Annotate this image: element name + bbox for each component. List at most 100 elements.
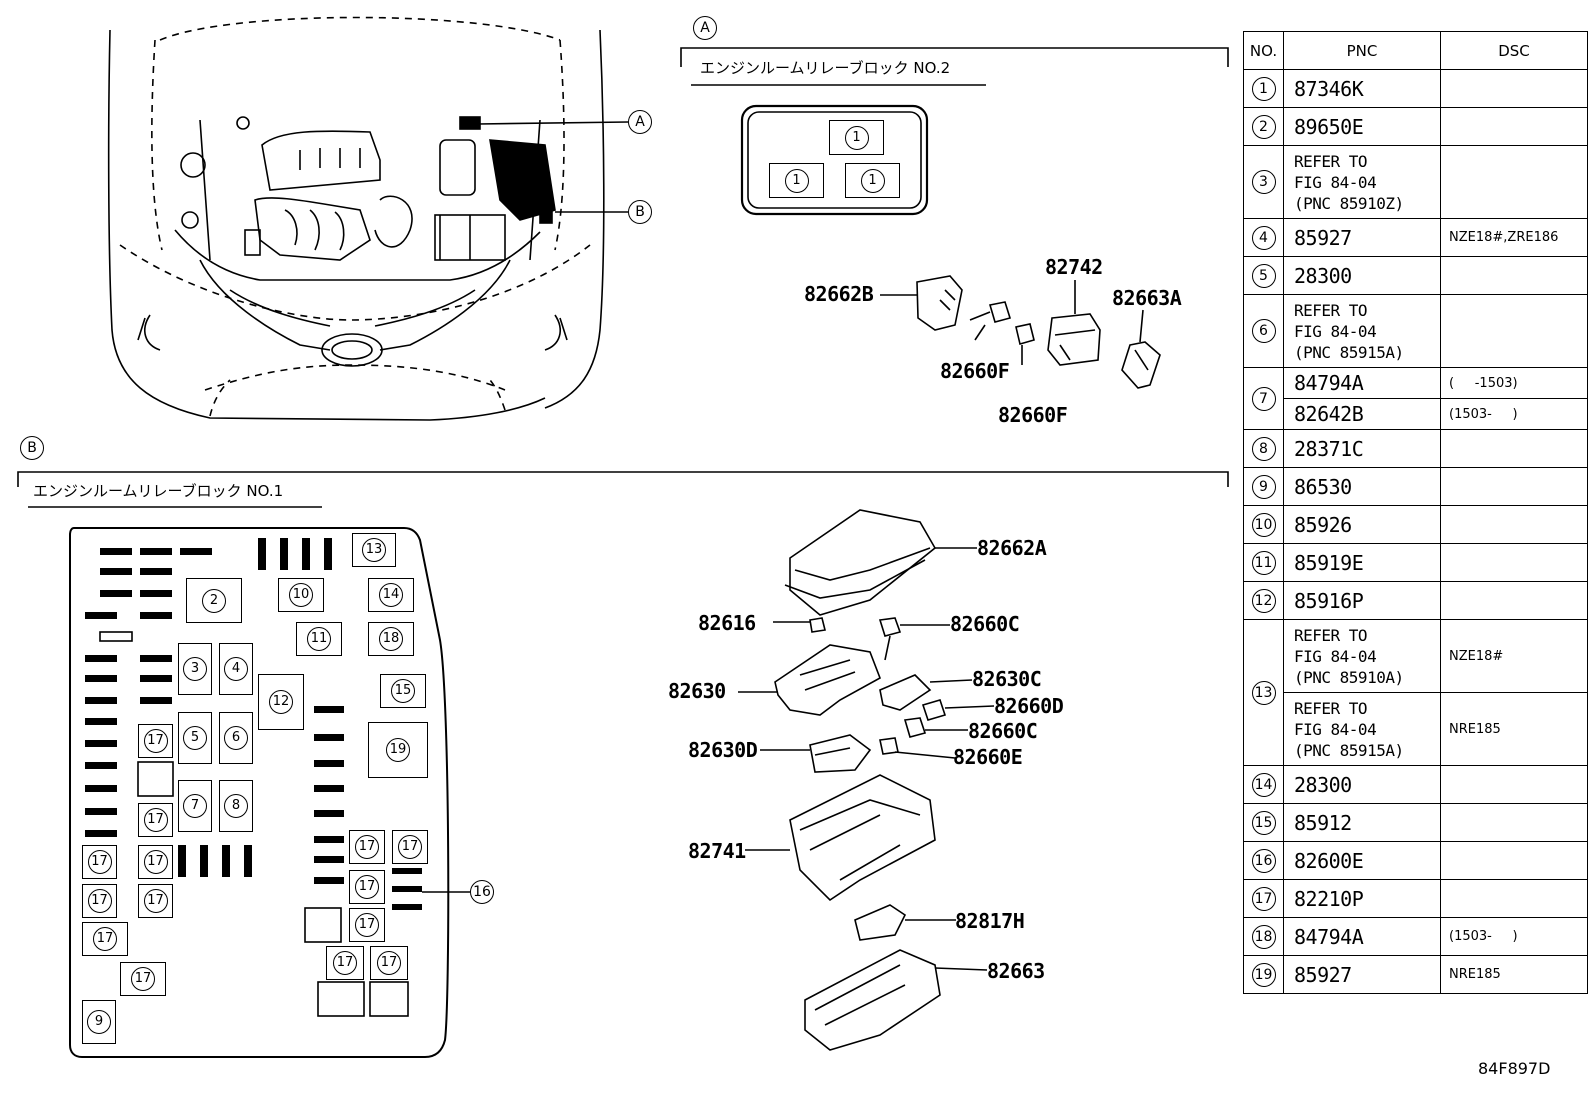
- fuse-slots: [85, 538, 422, 910]
- cell-pnc: 85912: [1283, 803, 1441, 842]
- section-a-title: エンジンルームリレーブロック NO.2: [700, 59, 951, 77]
- slot-17: 17: [138, 845, 173, 879]
- cell-no: 12: [1243, 581, 1284, 620]
- slot-17: 17: [120, 962, 166, 996]
- cell-pnc: REFER TO FIG 84-04 (PNC 85915A): [1283, 294, 1441, 368]
- cell-no: 1: [1243, 69, 1284, 108]
- slot-3: 3: [178, 643, 212, 695]
- cell-pnc: 85927: [1283, 218, 1441, 257]
- slot-17: 17: [138, 803, 173, 837]
- part-label-82630: 82630: [668, 679, 726, 703]
- figure-code: 84F897D: [1478, 1059, 1551, 1078]
- cell-pnc: 82642B: [1283, 398, 1441, 430]
- part-label-82660C: 82660C: [968, 719, 1038, 743]
- car-engine-bay-drawing: [107, 16, 629, 421]
- cell-dsc: [1440, 256, 1588, 295]
- cell-no: 15: [1243, 803, 1284, 842]
- small-fuse-slot: [99, 631, 133, 642]
- section-b-exploded-parts: [738, 509, 995, 1051]
- part-label-82663A: 82663A: [1112, 286, 1182, 310]
- slot-6: 6: [219, 712, 253, 764]
- cell-no: 11: [1243, 543, 1284, 582]
- slot-17: 17: [82, 845, 117, 879]
- header-pnc: PNC: [1283, 31, 1441, 70]
- cell-no: 7: [1243, 367, 1284, 430]
- cell-dsc: (1503- ): [1440, 917, 1588, 956]
- cell-pnc: REFER TO FIG 84-04 (PNC 85915A): [1283, 692, 1441, 766]
- cell-no: 14: [1243, 765, 1284, 804]
- block-a-slot-right: 1: [845, 163, 900, 198]
- table-row: 82642B(1503- ): [1244, 398, 1588, 430]
- cell-pnc: 84794A: [1283, 917, 1441, 956]
- block-a-slot-top: 1: [829, 120, 884, 155]
- part-label-82662A: 82662A: [977, 536, 1047, 560]
- section-b-marker: B: [20, 436, 44, 460]
- slot-17: 17: [138, 724, 173, 758]
- cell-pnc: 82210P: [1283, 879, 1441, 918]
- cell-dsc: [1440, 467, 1588, 506]
- part-label-82742: 82742: [1045, 255, 1103, 279]
- cell-dsc: [1440, 294, 1588, 368]
- slot-9: 9: [82, 1000, 116, 1044]
- cell-dsc: [1440, 69, 1588, 108]
- relay-block-no2-frame: [740, 104, 929, 216]
- cell-dsc: [1440, 107, 1588, 146]
- cell-no: 9: [1243, 467, 1284, 506]
- slot-13: 13: [352, 533, 396, 567]
- slot-14: 14: [368, 578, 414, 612]
- slot-17: 17: [349, 870, 385, 904]
- cell-pnc: REFER TO FIG 84-04 (PNC 85910A): [1283, 619, 1441, 693]
- header-dsc: DSC: [1440, 31, 1588, 70]
- cell-dsc: [1440, 505, 1588, 544]
- section-b-title: エンジンルームリレーブロック NO.1: [33, 482, 284, 500]
- cell-no: 16: [1243, 841, 1284, 880]
- part-label-82660F: 82660F: [940, 359, 1010, 383]
- slot-17: 17: [392, 830, 428, 864]
- cell-pnc: 87346K: [1283, 69, 1441, 108]
- cell-no: 19: [1243, 955, 1284, 994]
- slot-16-marker: 16: [470, 880, 494, 904]
- slot-15: 15: [380, 674, 426, 708]
- slot-17: 17: [82, 922, 128, 956]
- section-a-marker: A: [693, 16, 717, 40]
- block-a-slot-left: 1: [769, 163, 824, 198]
- cell-pnc: 84794A: [1283, 367, 1441, 399]
- cell-pnc: 86530: [1283, 467, 1441, 506]
- callout-a-marker: A: [628, 110, 652, 134]
- slot-2: 2: [186, 578, 242, 623]
- cell-no: 13: [1243, 619, 1284, 766]
- cell-dsc: [1440, 765, 1588, 804]
- part-label-82663: 82663: [987, 959, 1045, 983]
- cell-dsc: [1440, 879, 1588, 918]
- table-row: REFER TO FIG 84-04 (PNC 85915A)NRE185: [1244, 692, 1588, 766]
- slot-7: 7: [178, 780, 212, 832]
- cell-no: 6: [1243, 294, 1284, 368]
- part-label-82660D: 82660D: [994, 694, 1064, 718]
- cell-pnc: 82600E: [1283, 841, 1441, 880]
- slot-17: 17: [82, 884, 117, 918]
- cell-no: 5: [1243, 256, 1284, 295]
- cell-dsc: [1440, 145, 1588, 219]
- cell-dsc: (1503- ): [1440, 398, 1588, 430]
- slot-17: 17: [326, 946, 364, 980]
- slot-4: 4: [219, 643, 253, 695]
- slot-17: 17: [349, 908, 385, 942]
- part-label-82660F: 82660F: [998, 403, 1068, 427]
- slot-17: 17: [349, 830, 385, 864]
- cell-no: 17: [1243, 879, 1284, 918]
